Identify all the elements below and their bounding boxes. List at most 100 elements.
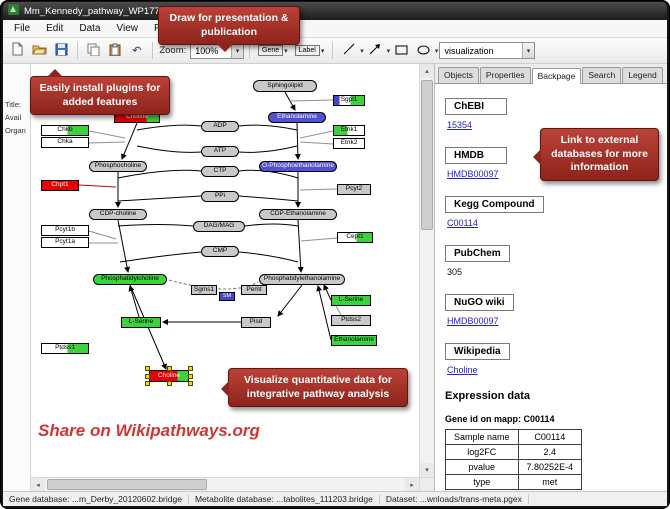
- pathway-node[interactable]: Etnk2: [333, 138, 365, 149]
- pathway-node[interactable]: L-Serine: [121, 317, 161, 328]
- selection-handle[interactable]: [145, 374, 150, 379]
- pathway-node[interactable]: Pcyt1a: [41, 237, 89, 248]
- pathway-node[interactable]: L-Serine: [331, 295, 371, 306]
- copy-button[interactable]: [83, 40, 104, 61]
- pathway-node[interactable]: Chka: [41, 137, 89, 148]
- save-button[interactable]: [51, 40, 72, 61]
- pathway-node[interactable]: CDP-Ethanolamine: [259, 209, 337, 220]
- vscroll-track[interactable]: [420, 78, 434, 463]
- save-icon: [55, 43, 68, 59]
- pathway-node[interactable]: SM: [219, 292, 235, 301]
- pathway-node[interactable]: Chkb: [41, 125, 89, 136]
- scroll-left-icon[interactable]: ◂: [31, 478, 45, 491]
- toolbar-separator: [152, 42, 154, 59]
- chevron-down-icon[interactable]: ▾: [522, 43, 534, 58]
- tab-objects[interactable]: Objects: [438, 67, 479, 83]
- pathway-node[interactable]: Ethanolamine: [331, 335, 377, 346]
- label-template-button[interactable]: Label ▾: [292, 43, 328, 58]
- pathway-node[interactable]: CDP-choline: [89, 209, 147, 220]
- arrow-tool-button[interactable]: [365, 40, 386, 61]
- selection-handle[interactable]: [188, 366, 193, 371]
- pathway-node[interactable]: Ethanolamine: [268, 112, 326, 123]
- menu-view[interactable]: View: [116, 23, 138, 34]
- pathway-node[interactable]: Pisd: [241, 317, 271, 328]
- pathway-node[interactable]: CTP: [201, 166, 239, 177]
- line-tool-button[interactable]: [338, 40, 359, 61]
- hmdb-xref-link[interactable]: HMDB00097: [447, 169, 499, 179]
- tab-backpage[interactable]: Backpage: [531, 68, 582, 84]
- open-button[interactable]: [29, 40, 50, 61]
- rectangle-tool-button[interactable]: [391, 40, 412, 61]
- undo-button[interactable]: ↶: [126, 40, 147, 61]
- selection-handle[interactable]: [145, 366, 150, 371]
- copy-icon: [87, 43, 100, 59]
- new-file-button[interactable]: [7, 40, 28, 61]
- datanode-template-button[interactable]: Gene ▾: [255, 43, 291, 58]
- chevron-down-icon[interactable]: ▾: [284, 47, 288, 55]
- status-gene-database: Gene database: ...m_Derby_20120602.bridg…: [3, 494, 189, 504]
- selection-handle[interactable]: [188, 374, 193, 379]
- pathway-node[interactable]: Sgpl1: [333, 95, 365, 106]
- scroll-down-icon[interactable]: ▾: [420, 463, 434, 477]
- pathway-node[interactable]: Ptdss2: [331, 315, 371, 326]
- scroll-up-icon[interactable]: ▴: [420, 64, 434, 78]
- hscroll-thumb[interactable]: [47, 479, 207, 490]
- pathway-node[interactable]: Phosphocholine: [89, 161, 147, 172]
- pathway-node[interactable]: Phosphatidylcholine: [93, 274, 167, 285]
- expression-cell: pvalue: [445, 459, 519, 475]
- toolbar: ↶ Zoom: 100% ▾ Gene ▾ Label ▾ ▾ ▾ ▾: [3, 38, 667, 64]
- tab-properties[interactable]: Properties: [479, 67, 531, 83]
- pathway-node[interactable]: O-Phosphoethanolamine: [259, 161, 337, 172]
- expression-cell: Sample name: [445, 429, 519, 445]
- chevron-down-icon[interactable]: ▾: [320, 47, 325, 55]
- menu-edit[interactable]: Edit: [46, 23, 64, 34]
- pathway-node[interactable]: ATP: [201, 146, 239, 157]
- chevron-down-icon[interactable]: ▾: [386, 47, 391, 55]
- pathway-node[interactable]: Chpt1: [41, 180, 79, 191]
- pathway-node[interactable]: Cept1: [337, 232, 373, 243]
- pathway-node[interactable]: Etnk1: [333, 125, 365, 136]
- pathway-node[interactable]: Pcyt2: [337, 184, 371, 195]
- title-bar[interactable]: Mm_Kennedy_pathway_WP1771_45176.gpml: [3, 2, 667, 20]
- vscroll-thumb[interactable]: [421, 80, 433, 230]
- chebi-xref-link[interactable]: 15354: [447, 120, 473, 130]
- canvas-vertical-scrollbar[interactable]: ▴ ▾: [419, 64, 434, 477]
- tab-legend[interactable]: Legend: [622, 67, 663, 83]
- status-metabolite-database: Metabolite database: ...tabolites_111203…: [189, 494, 380, 504]
- wikipedia-xref-link[interactable]: Choline: [447, 365, 478, 375]
- ellipse-tool-button[interactable]: [413, 40, 434, 61]
- visualization-combobox[interactable]: visualization ▾: [439, 42, 535, 59]
- expression-data-title: Expression data: [445, 390, 530, 402]
- pubchem-xref-value: 305: [447, 267, 463, 277]
- kegg-xref-link[interactable]: C00114: [447, 218, 478, 228]
- pathway-node[interactable]: PPi: [201, 191, 239, 202]
- pathway-node[interactable]: ADP: [201, 121, 239, 132]
- hscroll-track[interactable]: [45, 478, 405, 491]
- selection-handle[interactable]: [167, 381, 172, 386]
- selection-handle[interactable]: [167, 366, 172, 371]
- pathway-node[interactable]: Pcyt1b: [41, 225, 89, 236]
- canvas-horizontal-scrollbar[interactable]: ◂ ▸: [31, 477, 419, 491]
- pathway-node[interactable]: Sphingolipid: [253, 80, 317, 92]
- pathway-node[interactable]: CMP: [201, 246, 239, 257]
- menu-data[interactable]: Data: [79, 23, 101, 34]
- chevron-down-icon[interactable]: ▾: [360, 47, 364, 55]
- selection-handle[interactable]: [188, 381, 193, 386]
- pathway-node[interactable]: Pemt: [241, 285, 267, 295]
- pathway-node[interactable]: Ptdss1: [41, 343, 89, 354]
- tab-search[interactable]: Search: [582, 67, 622, 83]
- callout-text: Draw for presentation & publication: [169, 12, 289, 38]
- pathway-node[interactable]: Choline: [145, 366, 193, 386]
- pathway-node[interactable]: DAG/MAG: [193, 221, 245, 232]
- chevron-down-icon[interactable]: ▾: [434, 47, 439, 55]
- paste-button[interactable]: [105, 40, 126, 61]
- pathway-node[interactable]: Sgms1: [191, 285, 217, 295]
- app-icon: [8, 4, 19, 18]
- nugo-xref-link[interactable]: HMDB00097: [447, 316, 499, 326]
- menu-file[interactable]: File: [14, 23, 31, 34]
- scroll-right-icon[interactable]: ▸: [405, 478, 419, 491]
- pathway-node[interactable]: Phosphatidylethanolamine: [259, 274, 345, 285]
- selection-handle[interactable]: [145, 381, 150, 386]
